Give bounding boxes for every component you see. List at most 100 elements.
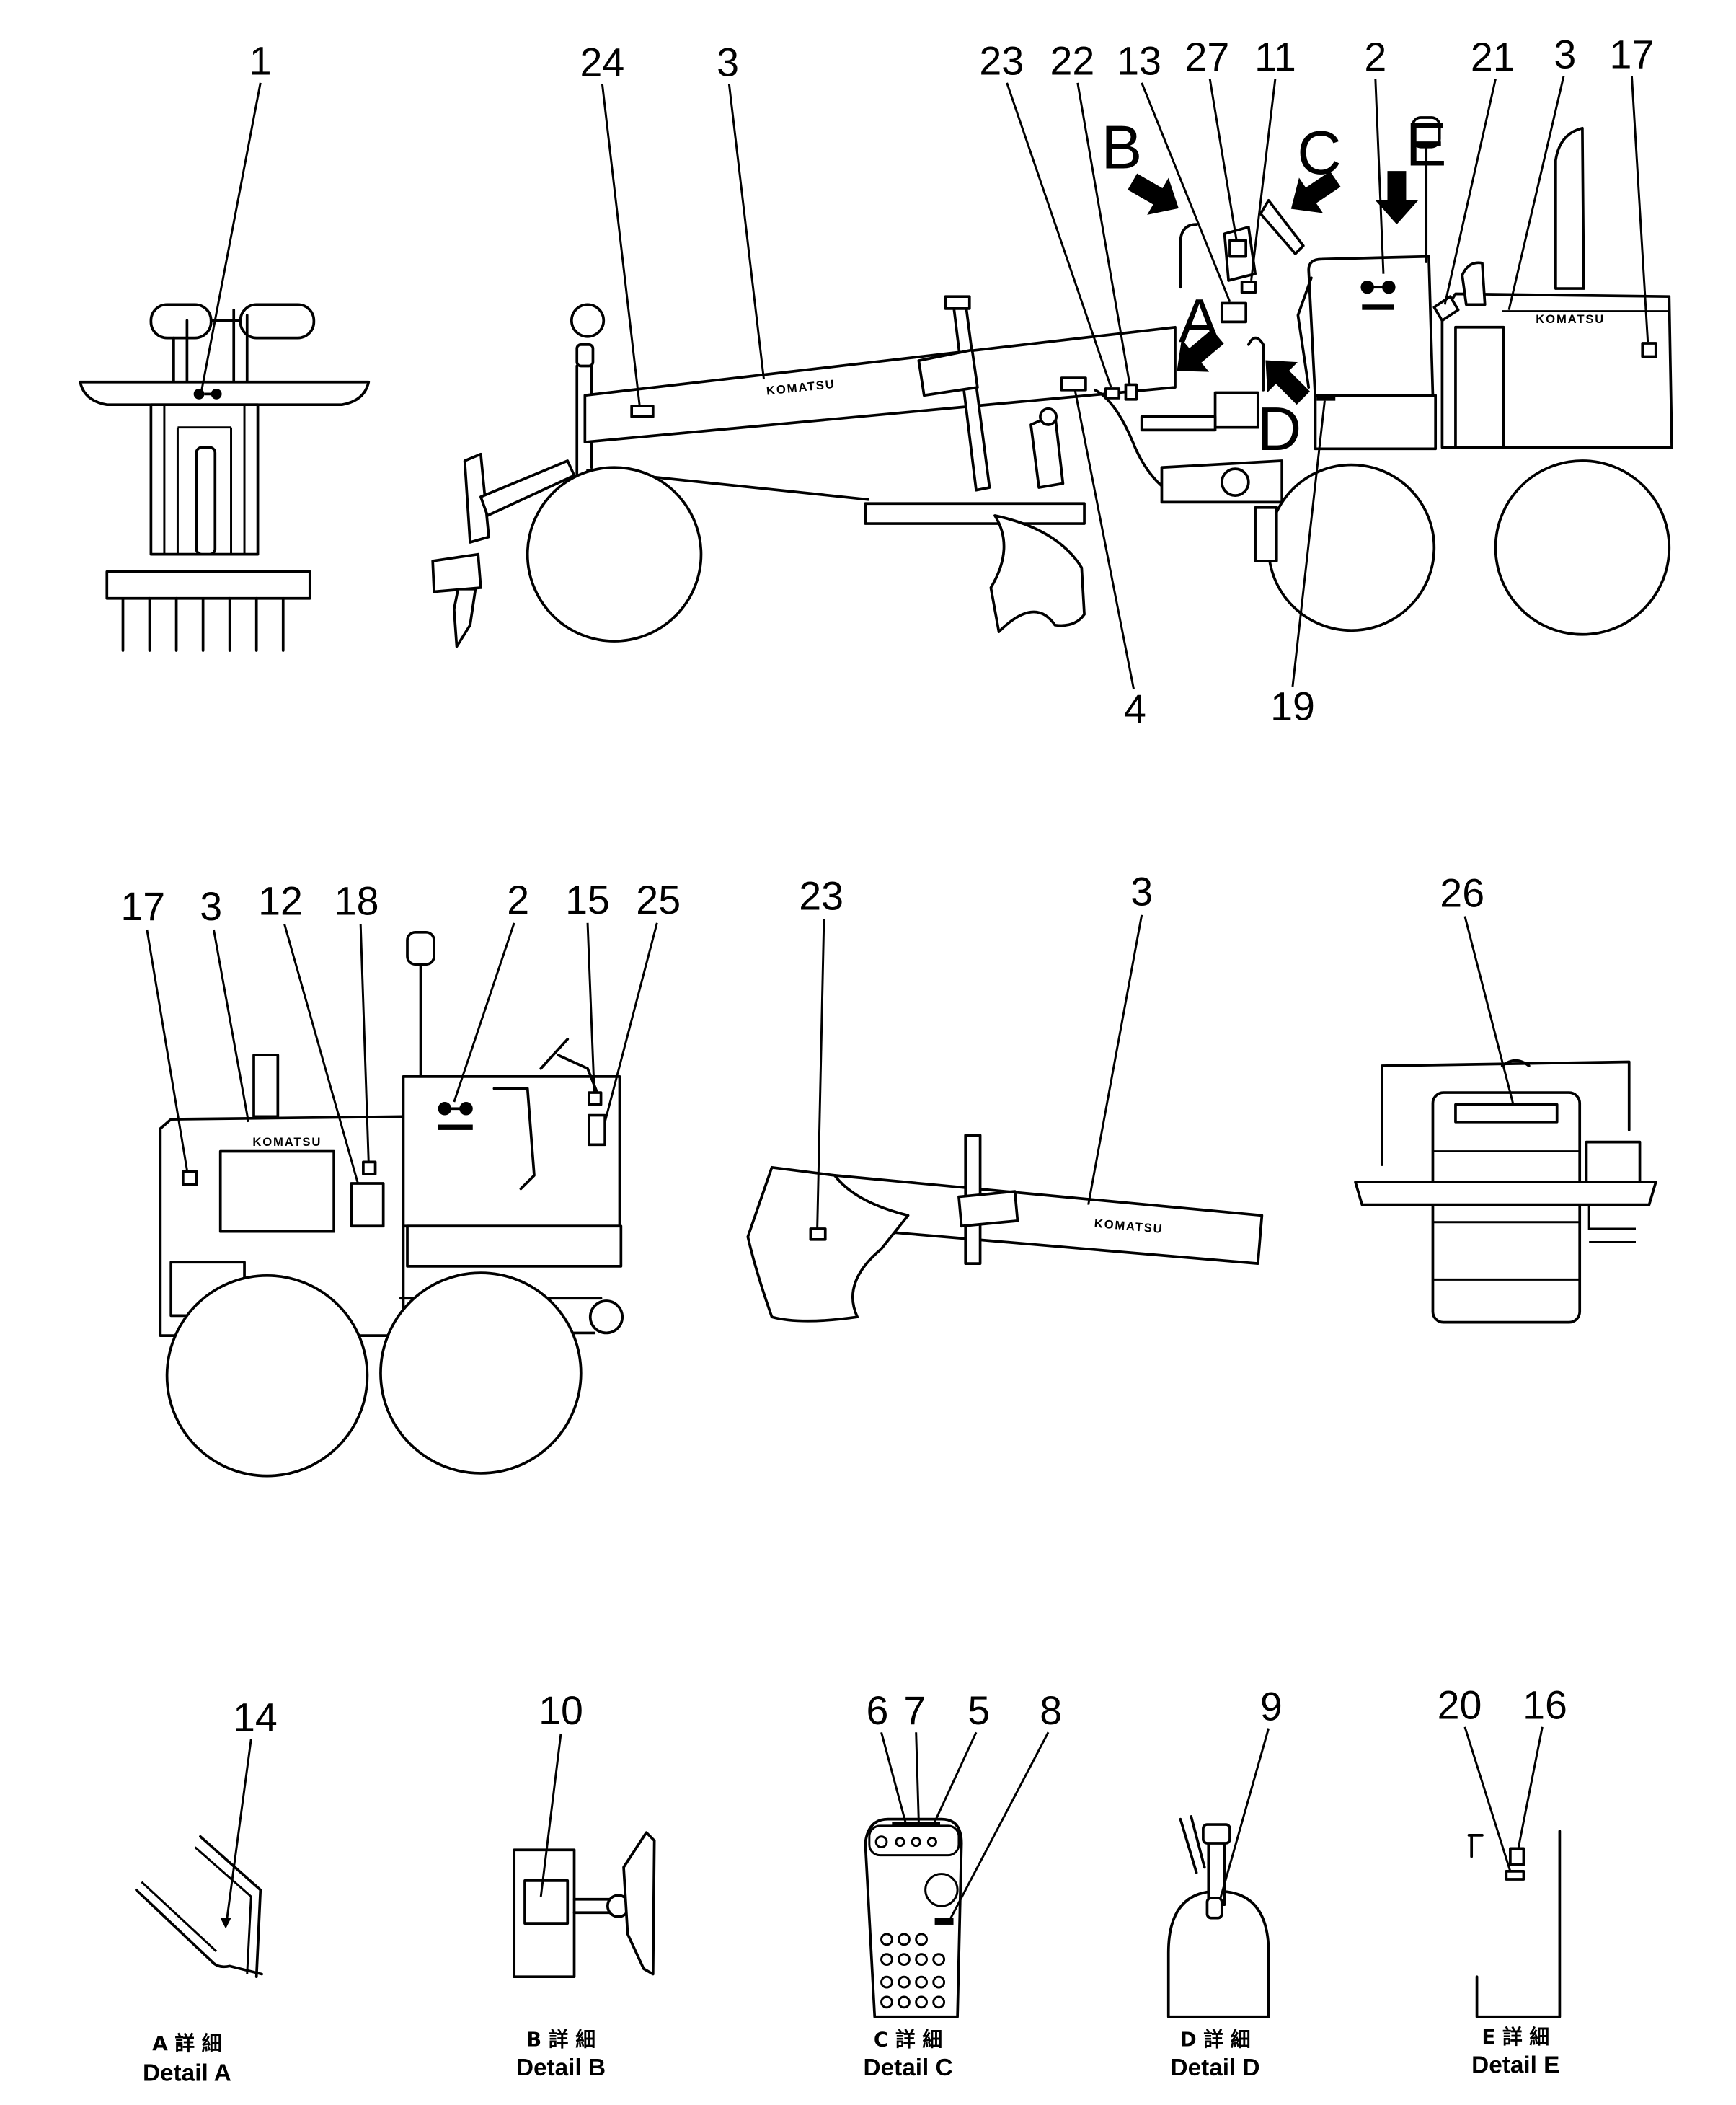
rear-exhaust: [252, 1054, 280, 1118]
decal-6-7-5: [892, 1822, 941, 1826]
steering-wheel: [622, 1831, 656, 1976]
cab-logo-decal: [1360, 280, 1396, 310]
callout-26: 26: [1440, 871, 1484, 916]
callout-18: 18: [335, 879, 379, 924]
callout-21: 21: [1471, 35, 1515, 79]
cab-step: [1140, 415, 1217, 432]
leader-4: [1073, 389, 1135, 689]
leader-10: [539, 1733, 562, 1897]
callout-27: 27: [1185, 35, 1230, 79]
view-label-b: B: [1101, 113, 1142, 182]
console-switch-grid: [880, 1933, 946, 2009]
scarifier-clamp: [431, 552, 482, 593]
rear-cab-logo-decal: [438, 1102, 473, 1130]
leader-1: [200, 82, 262, 391]
callout-3-blade: 3: [1130, 870, 1153, 914]
leader-20: [1463, 1726, 1512, 1872]
decal-17: [1641, 342, 1657, 358]
scarifier-link: [479, 459, 576, 517]
caption-en-d: Detail D: [1171, 2055, 1260, 2081]
side-lever: [1179, 1815, 1206, 1874]
view-arrow-b: [1128, 173, 1179, 215]
console-dial: [924, 1873, 959, 1907]
caption-en-b: Detail B: [516, 2055, 606, 2081]
detail-b: 10 B 詳 細 Detail B: [513, 1688, 656, 2081]
caption-en-c: Detail C: [864, 2055, 953, 2081]
front-cylinder: [195, 446, 217, 556]
leader-22: [1076, 82, 1131, 385]
callout-15: 15: [565, 878, 610, 922]
exhaust-stack: [1554, 126, 1585, 290]
view-label-a: A: [1179, 287, 1220, 356]
leader-13: [1141, 82, 1231, 303]
rear-grille-bands: [1432, 1150, 1580, 1281]
rear-cab: [402, 1074, 621, 1228]
decal-14: [220, 1918, 231, 1929]
cab-lower-box: [1314, 394, 1438, 451]
scarifier-teeth: [121, 596, 285, 652]
rear-side-view: KOMATSU 17 3 12 18 2 15 25: [120, 878, 681, 1478]
callout-7: 7: [903, 1688, 926, 1733]
console-gauge-2: [895, 1837, 905, 1848]
leader-23: [1006, 82, 1112, 388]
caption-jp-d: D 詳 細: [1180, 2028, 1251, 2052]
decal-22: [1124, 383, 1138, 401]
radiator-panel: [218, 1149, 335, 1233]
air-cleaner: [1461, 261, 1487, 306]
rear-view-legs: [1587, 1204, 1636, 1243]
decal-15: [588, 1091, 603, 1106]
blade-lift-bracket: [957, 1190, 1019, 1228]
callout-17-rear: 17: [120, 884, 165, 929]
console-gauge-1: [874, 1835, 888, 1849]
lift-cylinder-knob: [1039, 407, 1058, 426]
view-label-d: D: [1257, 395, 1302, 464]
decal-17-rear: [181, 1170, 198, 1186]
callout-3-frame: 3: [717, 40, 739, 85]
blade-moldboard: [746, 1165, 910, 1323]
leader-25: [603, 922, 658, 1123]
leader-2: [1374, 79, 1385, 274]
decal-13: [1220, 301, 1248, 324]
logo-decal: [193, 388, 222, 400]
leader-23-blade: [816, 919, 825, 1230]
console-gauge-3: [911, 1837, 921, 1848]
callout-17: 17: [1610, 32, 1655, 76]
callout-2: 2: [1364, 35, 1386, 79]
leader-17-rear: [146, 929, 188, 1170]
decal-12: [350, 1182, 385, 1228]
callout-12: 12: [258, 879, 303, 924]
leader-3-hood: [1507, 76, 1565, 311]
lift-cylinder-cap: [944, 295, 971, 310]
handrail-lower-inner: [141, 1881, 218, 1953]
lift-bracket: [917, 348, 979, 397]
decal-24: [630, 405, 655, 418]
steering-column: [1179, 223, 1198, 289]
callout-10: 10: [539, 1688, 583, 1733]
leader-3-rear: [212, 929, 250, 1123]
scarifier-tooth: [452, 587, 477, 648]
callout-8: 8: [1040, 1688, 1062, 1733]
callout-6: 6: [867, 1688, 889, 1733]
leader-3-frame: [727, 84, 766, 380]
cab-console: [1213, 391, 1259, 429]
decal-8: [934, 1918, 954, 1925]
callout-24: 24: [580, 40, 625, 85]
view-arrow-a: [1177, 329, 1224, 372]
rops-posts: [172, 308, 249, 387]
decal-10: [523, 1879, 570, 1925]
decal-27: [1228, 239, 1248, 258]
callout-9: 9: [1260, 1685, 1283, 1729]
decal-23-blade: [809, 1227, 827, 1241]
leader-7: [915, 1732, 920, 1822]
leader-19: [1291, 400, 1326, 687]
decal-26: [1454, 1103, 1559, 1124]
leader-5: [934, 1731, 978, 1822]
callout-11: 11: [1254, 35, 1296, 79]
leader-18: [359, 924, 370, 1162]
view-arrow-e: [1375, 171, 1419, 225]
callout-23-blade: 23: [799, 873, 843, 918]
leader-14: [226, 1739, 252, 1918]
cab-lever: [1247, 336, 1265, 392]
callout-1: 1: [249, 39, 272, 84]
leader-15: [586, 922, 595, 1093]
